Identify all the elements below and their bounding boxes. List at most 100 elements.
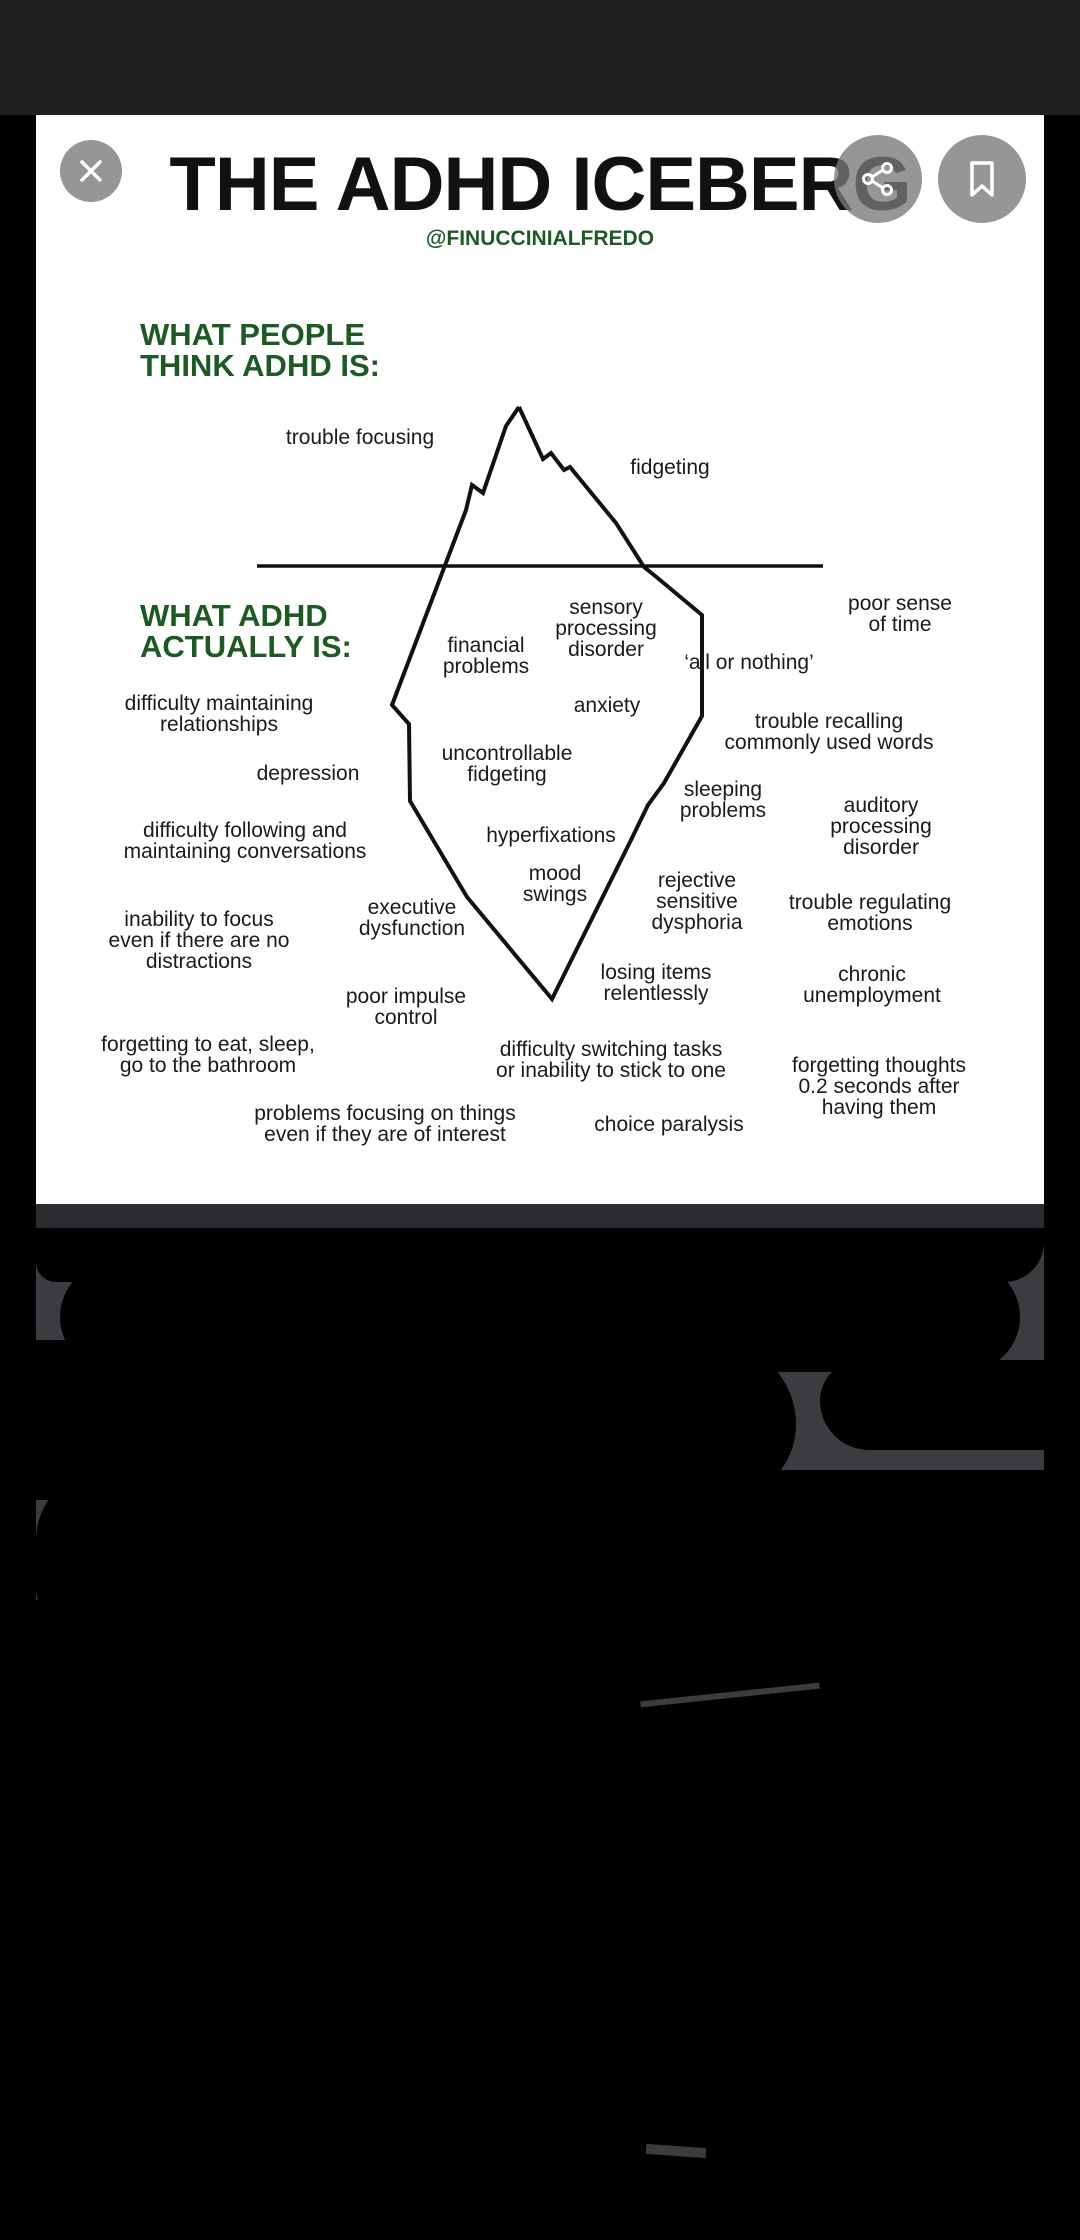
label-line: difficulty following and xyxy=(143,819,347,842)
label-line: trouble regulating xyxy=(788,891,952,914)
close-button[interactable] xyxy=(60,140,122,202)
label-line: hyperfixations xyxy=(486,824,616,847)
above-label: trouble focusing xyxy=(286,427,434,448)
label-line: unemployment xyxy=(803,984,941,1007)
label-line: go to the bathroom xyxy=(119,1054,297,1077)
label-line: poor sense xyxy=(848,592,952,615)
inside-label: anxiety xyxy=(574,695,641,716)
label-line: forgetting to eat, sleep, xyxy=(101,1033,315,1056)
label-line: financial xyxy=(447,634,525,657)
heading-what-adhd-actually-is: WHAT ADHD ACTUALLY IS: xyxy=(140,600,352,662)
bookmark-icon xyxy=(970,161,994,197)
label-line: auditory xyxy=(843,794,919,817)
label-line: emotions xyxy=(827,912,913,935)
label-line: distractions xyxy=(145,950,253,973)
close-icon xyxy=(80,160,102,182)
label-line: commonly used words xyxy=(724,731,934,754)
right-edge xyxy=(1044,115,1080,2240)
label-line: maintaining conversations xyxy=(123,840,367,863)
label-line: trouble focusing xyxy=(285,426,435,449)
outside-label: ‘all or nothing’ xyxy=(684,652,814,673)
label-line: 0.2 seconds after xyxy=(798,1075,960,1098)
heading-line: ACTUALLY IS: xyxy=(140,629,352,664)
label-line: processing xyxy=(830,815,932,838)
label-line: poor impulse xyxy=(345,985,467,1008)
label-line: or inability to stick to one xyxy=(496,1059,726,1082)
label-line: processing xyxy=(555,617,657,640)
heading-line: THINK ADHD IS: xyxy=(140,348,380,383)
label-line: anxiety xyxy=(573,694,641,717)
label-line: having them xyxy=(821,1096,937,1119)
label-line: trouble recalling xyxy=(754,710,904,733)
label-line: control xyxy=(374,1006,438,1029)
scribble-stroke xyxy=(36,1600,1044,2240)
outside-label: depression xyxy=(257,763,360,784)
label-line: relentlessly xyxy=(603,982,709,1005)
outside-label: choice paralysis xyxy=(594,1114,743,1135)
iceberg-outline xyxy=(389,405,704,1003)
label-line: difficulty maintaining xyxy=(124,692,314,715)
label-line: sensitive xyxy=(656,890,738,913)
label-line: ‘all or nothing’ xyxy=(684,651,814,674)
label-line: choice paralysis xyxy=(594,1113,744,1136)
label-line: dysphoria xyxy=(651,911,743,934)
label-line: rejective xyxy=(657,869,737,892)
label-line: dysfunction xyxy=(358,917,466,940)
heading-line: WHAT ADHD xyxy=(140,598,328,633)
viewer-top-bar xyxy=(0,0,1080,115)
scribble-stroke xyxy=(820,1360,1044,1450)
label-line: executive xyxy=(367,896,457,919)
share-button[interactable] xyxy=(834,135,922,223)
label-line: of time xyxy=(868,613,932,636)
label-line: uncontrollable xyxy=(441,742,573,765)
label-line: losing items xyxy=(600,961,712,984)
heading-line: WHAT PEOPLE xyxy=(140,317,366,352)
label-line: swings xyxy=(522,883,588,906)
left-edge xyxy=(0,115,36,2240)
iceberg-drawing xyxy=(257,405,823,1003)
author-handle: @FINUCCINIALFREDO xyxy=(425,227,655,250)
share-icon xyxy=(862,162,893,196)
iceberg-infographic-image: THE ADHD ICEBERG @FINUCCINIALFREDO WHAT … xyxy=(36,115,1044,1204)
label-line: inability to focus xyxy=(124,908,274,931)
label-line: even if there are no xyxy=(108,929,290,952)
inside-label: hyperfixations xyxy=(486,825,616,846)
label-line: mood xyxy=(528,862,582,885)
label-line: disorder xyxy=(568,638,644,661)
label-line: difficulty switching tasks xyxy=(499,1038,723,1061)
label-line: problems xyxy=(679,799,767,822)
label-line: sensory xyxy=(569,596,643,619)
label-line: depression xyxy=(256,762,360,785)
label-line: chronic xyxy=(838,963,906,986)
bookmark-button[interactable] xyxy=(938,135,1026,223)
divider-strip xyxy=(36,1204,1044,1228)
outside-label: forgetting to eat, sleep,go to the bathr… xyxy=(101,1034,315,1076)
label-line: forgetting thoughts xyxy=(792,1054,966,1077)
label-line: sleeping xyxy=(683,778,763,801)
label-line: disorder xyxy=(843,836,919,859)
heading-what-people-think: WHAT PEOPLE THINK ADHD IS: xyxy=(140,319,380,381)
label-line: relationships xyxy=(160,713,278,736)
infographic-title: THE ADHD ICEBERG xyxy=(169,142,911,227)
label-line: problems xyxy=(442,655,530,678)
label-line: fidgeting xyxy=(467,763,547,786)
